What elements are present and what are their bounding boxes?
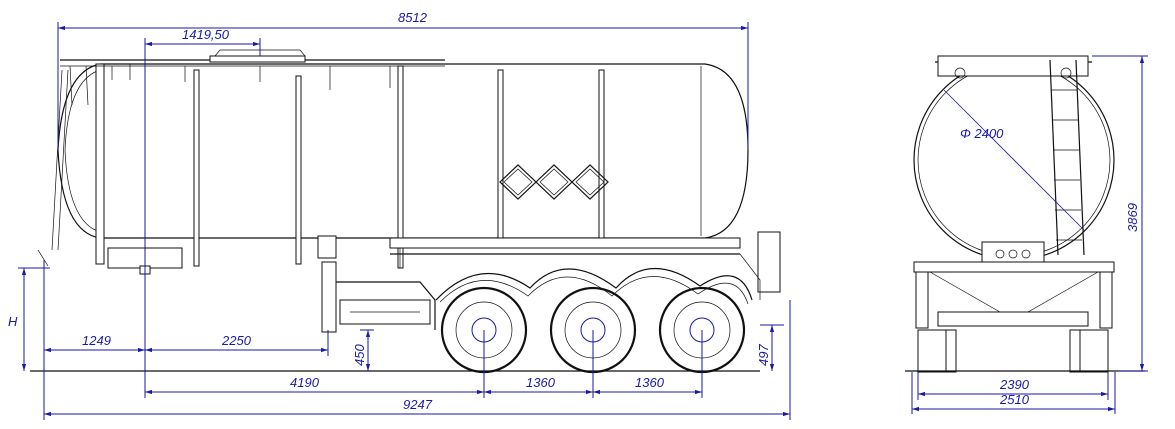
rear-dimensions: Φ 2400 3869 2390 2510 (911, 55, 1148, 414)
dim-4190: 4190 (290, 375, 320, 390)
dim-diameter-2400: Φ 2400 (960, 126, 1004, 141)
dim-3869: 3869 (1125, 203, 1140, 232)
dim-1360-a: 1360 (526, 375, 556, 390)
dim-8512: 8512 (398, 10, 428, 25)
side-dimensions: 8512 1419,50 H 1249 2250 450 (8, 10, 791, 420)
tank-cross-section (913, 55, 1115, 261)
side-view: 8512 1419,50 H 1249 2250 450 (8, 10, 791, 420)
chassis-frame (317, 231, 781, 333)
dim-1360-b: 1360 (635, 375, 665, 390)
dim-2510: 2510 (999, 392, 1030, 407)
dim-1419-50: 1419,50 (182, 27, 230, 42)
dim-h: H (8, 314, 18, 329)
dim-497: 497 (756, 344, 771, 366)
dim-1249: 1249 (82, 333, 111, 348)
rear-view: Φ 2400 3869 2390 2510 (905, 55, 1148, 414)
dim-9247: 9247 (403, 397, 433, 412)
dim-2250: 2250 (221, 333, 252, 348)
rear-chassis (905, 241, 1145, 373)
dim-450: 450 (352, 344, 367, 366)
dim-2390: 2390 (999, 377, 1030, 392)
